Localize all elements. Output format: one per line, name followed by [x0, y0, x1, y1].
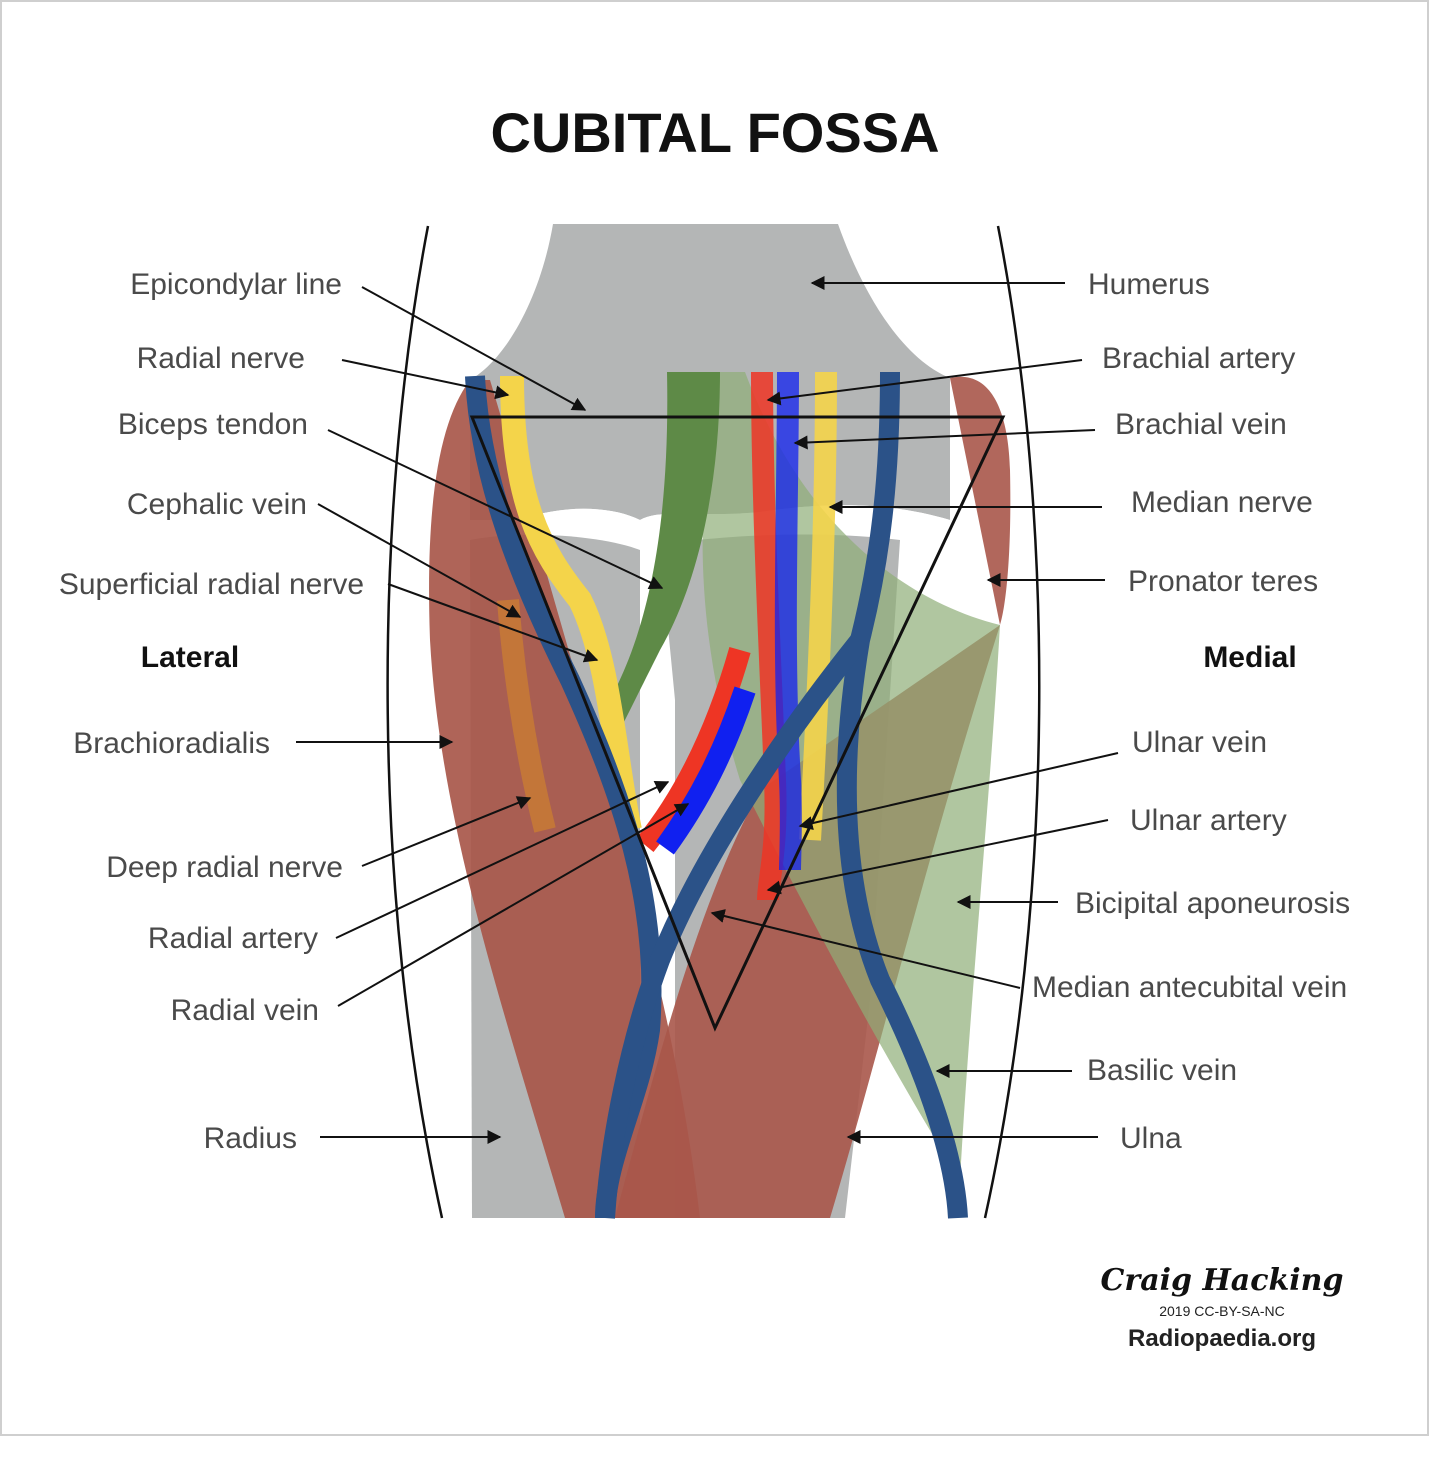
- credit-author: Craig Hacking: [1101, 1263, 1344, 1298]
- label-pronator-teres: Pronator teres: [1128, 565, 1318, 598]
- cephalic-vein-path: [465, 375, 662, 1219]
- radial-nerve-path: [500, 375, 642, 833]
- label-brachial-vein: Brachial vein: [1115, 408, 1287, 441]
- label-humerus: Humerus: [1088, 268, 1210, 301]
- label-radius: Radius: [204, 1122, 297, 1155]
- brachioradialis-shape: [429, 380, 700, 1218]
- brachial-artery-path: [751, 371, 787, 901]
- label-superficial-radial-nerve: Superficial radial nerve: [59, 568, 364, 601]
- leader-brachial-vein: [793, 429, 1096, 450]
- leader-biceps-tendon: [327, 429, 664, 589]
- radial-artery-path: [636, 646, 751, 852]
- brachial-vein-path: [774, 371, 802, 871]
- label-ulnar-vein: Ulnar vein: [1132, 726, 1267, 759]
- label-cephalic-vein: Cephalic vein: [127, 488, 307, 521]
- leader-radial-vein: [337, 803, 690, 1007]
- leader-superficial-radial-nerve: [387, 583, 599, 663]
- cubital-fossa-triangle: [469, 415, 1006, 1032]
- label-brachioradialis: Brachioradialis: [73, 727, 270, 760]
- deep-radial-nerve-path: [497, 599, 556, 833]
- label-ulna: Ulna: [1120, 1122, 1182, 1155]
- leader-ulnar-artery: [766, 819, 1109, 895]
- credit-site: Radiopaedia.org: [1128, 1325, 1316, 1352]
- leader-epicondylar-line: [361, 286, 587, 411]
- label-brachial-artery: Brachial artery: [1102, 342, 1295, 375]
- leader-median-antecubital-vein: [710, 909, 1021, 989]
- leader-brachial-artery: [766, 359, 1083, 406]
- leader-radial-artery: [335, 781, 670, 939]
- label-radial-artery: Radial artery: [148, 922, 318, 955]
- leader-cephalic-vein: [317, 503, 522, 618]
- label-radial-nerve: Radial nerve: [137, 342, 305, 375]
- median-nerve-path: [799, 371, 837, 841]
- leader-ulnar-vein: [798, 752, 1119, 831]
- label-medial: Medial: [1203, 641, 1296, 674]
- label-biceps-tendon: Biceps tendon: [118, 408, 308, 441]
- label-bicipital-aponeurosis: Bicipital aponeurosis: [1075, 887, 1350, 920]
- leader-radial-nerve: [341, 359, 510, 400]
- label-median-nerve: Median nerve: [1131, 486, 1313, 519]
- biceps-tendon-shape: [615, 372, 720, 740]
- label-median-antecubital-vein: Median antecubital vein: [1032, 971, 1347, 1004]
- label-basilic-vein: Basilic vein: [1087, 1054, 1237, 1087]
- arm-outline-left: [386, 225, 444, 1219]
- label-epicondylar-line: Epicondylar line: [130, 268, 342, 301]
- median-antecubital-vein-path: [595, 633, 868, 1219]
- basilic-vein-path: [836, 371, 968, 1219]
- label-deep-radial-nerve: Deep radial nerve: [106, 851, 343, 884]
- arm-outline-right: [983, 225, 1041, 1219]
- diagram-title: CUBITAL FOSSA: [490, 101, 939, 164]
- label-radial-vein: Radial vein: [171, 994, 319, 1027]
- label-lateral: Lateral: [141, 641, 239, 674]
- label-ulnar-artery: Ulnar artery: [1130, 804, 1287, 837]
- leader-deep-radial-nerve: [361, 796, 532, 867]
- credit-license: 2019 CC-BY-SA-NC: [1159, 1303, 1285, 1319]
- radial-vein-path: [656, 686, 756, 855]
